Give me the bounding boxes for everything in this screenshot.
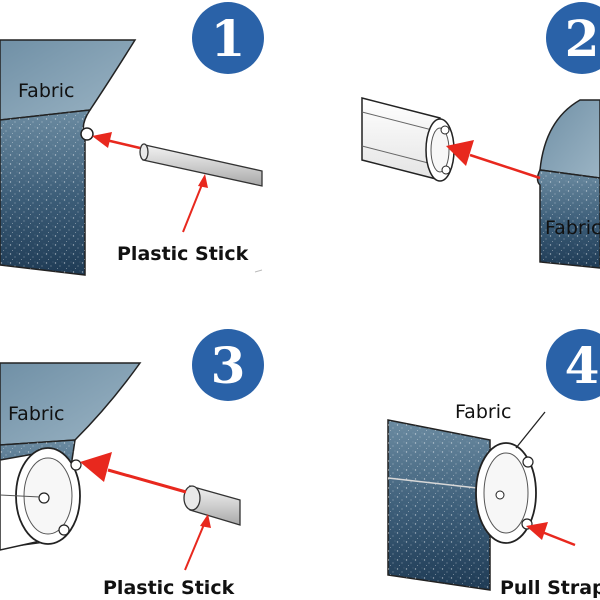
step-4-badge: 4 [546, 329, 600, 401]
insert-arrow [446, 140, 541, 180]
step-4-number: 4 [565, 336, 600, 395]
stick-pointer [182, 174, 208, 233]
step-2-badge: 2 [546, 2, 600, 74]
step-1-number: 1 [211, 9, 246, 68]
step-3-stick-label: Plastic Stick [103, 577, 235, 599]
fabric-top-flap [539, 99, 600, 179]
roller-tube [475, 442, 537, 544]
fabric-hem-opening [80, 127, 94, 141]
step-3-number: 3 [211, 336, 246, 395]
step-2-number: 2 [565, 9, 600, 68]
step-1-badge: 1 [192, 2, 264, 74]
step-3-panel: Fabric Plastic Stick 3 [0, 329, 264, 599]
plastic-stick [139, 143, 263, 187]
step-4-panel: Fabric Pull Strap 4 [387, 329, 600, 599]
step-1-panel: Fabric Plastic Stick 1 [0, 2, 264, 276]
roller-tube [0, 447, 82, 551]
insert-arrow [92, 132, 141, 150]
step-1-stick-label: Plastic Stick [117, 243, 249, 265]
strap-arrow [526, 522, 576, 547]
step-4-strap-label: Pull Strap [500, 577, 600, 599]
step-1-fabric-label: Fabric [18, 80, 74, 102]
roller-tube [361, 97, 455, 182]
insert-arrow [80, 452, 187, 494]
fabric-pointer [515, 411, 546, 449]
step-2-panel: Fabric 2 [361, 2, 600, 269]
step-4-fabric-label: Fabric [455, 401, 511, 423]
plastic-stick [183, 485, 241, 526]
step-3-badge: 3 [192, 329, 264, 401]
step-2-fabric-label: Fabric [545, 217, 600, 239]
step-3-fabric-label: Fabric [8, 403, 64, 425]
stick-pointer [184, 514, 211, 571]
